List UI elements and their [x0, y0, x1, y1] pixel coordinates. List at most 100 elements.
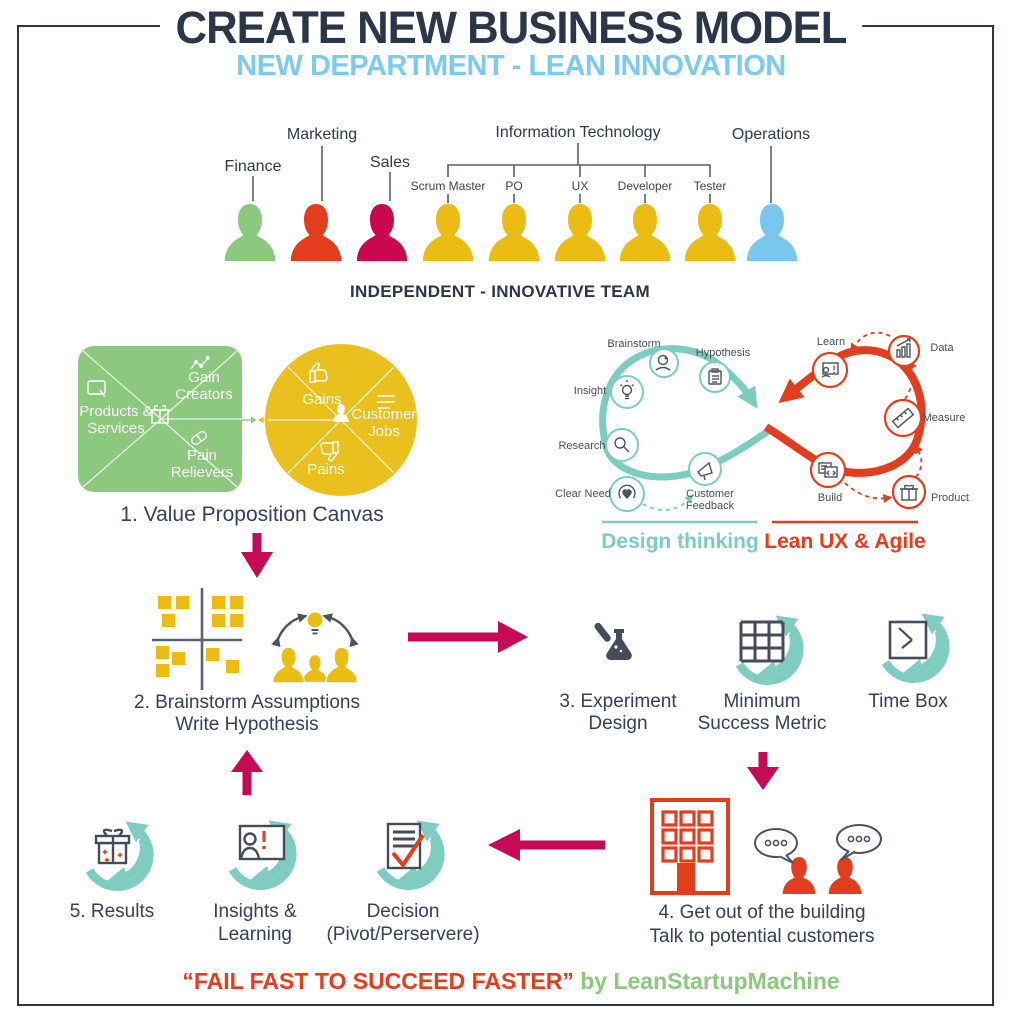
page-subtitle: NEW DEPARTMENT - LEAN INNOVATION: [236, 50, 786, 82]
speech-bubble-icon: [754, 828, 798, 858]
loop-node-icons: [614, 338, 918, 501]
node-label-clear-need: Clear Need: [555, 488, 611, 500]
role-label-tester: Tester: [693, 179, 727, 193]
arrow-down-step3-icon: [747, 752, 779, 790]
arrow-right-step2-icon: [408, 621, 528, 653]
timebox-label: Time Box: [868, 691, 948, 712]
decision-icon: [381, 822, 441, 886]
research-node: [605, 428, 639, 462]
assumption-quadrant: [152, 588, 243, 690]
hypothesis-clipboard-icon: [708, 368, 722, 385]
customer-feedback-node: [688, 452, 722, 486]
lean-ux-label: Lean UX & Agile: [764, 530, 926, 553]
vp-map-icons: [87, 355, 211, 445]
time-box-icon: [886, 621, 946, 679]
value-proposition-canvas: [78, 344, 417, 496]
hypothesis-node: [699, 361, 731, 393]
vp-gains-label: Gains: [302, 391, 342, 408]
loop-nodes: [605, 334, 927, 512]
experiment-design-icon: [594, 622, 632, 661]
role-label-ux: UX: [571, 179, 589, 193]
arrow-left-step4-icon: [488, 829, 605, 861]
node-label-hypothesis: Hypothesis: [695, 347, 751, 359]
person-tester-icon: [685, 204, 735, 261]
quote-credit: by LeanStartupMachine: [573, 968, 840, 994]
role-label-scrum-master: Scrum Master: [410, 179, 486, 193]
step3-line1: 3. Experiment: [559, 691, 677, 712]
org-chart-people: [225, 204, 797, 261]
role-label-po: PO: [505, 179, 523, 193]
footer-quote: “FAIL FAST TO SUCCEED FASTER” by LeanSta…: [182, 968, 839, 994]
build-code-icon: [818, 462, 838, 478]
node-label-learn: Learn: [816, 336, 846, 348]
step2-line1: 2. Brainstorm Assumptions: [134, 692, 360, 713]
step5-label: 5. Results: [69, 901, 155, 922]
clear-need-heart-icon: [618, 484, 636, 499]
decision-line1: Decision: [366, 901, 440, 922]
person-operations-icon: [747, 204, 797, 261]
insights-line2: Learning: [218, 924, 292, 945]
data-node: [887, 334, 921, 368]
person-scrum-master-icon: [423, 204, 473, 261]
arrow-down-step1-icon: [241, 533, 273, 578]
person-ux-icon: [555, 204, 605, 261]
person-marketing-icon: [291, 204, 341, 261]
insights-line1: Insights &: [213, 901, 297, 922]
design-thinking-label: Design thinking: [601, 530, 759, 553]
speech-bubble-icon: [836, 824, 882, 854]
node-label-research: Research: [558, 440, 606, 452]
dept-label-it: Information Technology: [495, 124, 661, 141]
building-icon: [650, 798, 730, 895]
quote-text: “FAIL FAST TO SUCCEED FASTER”: [182, 968, 574, 994]
role-label-developer: Developer: [617, 179, 673, 193]
node-label-insight: Insight: [573, 385, 607, 397]
brainstorm-head-icon: [655, 354, 671, 371]
feedback-megaphone-icon: [697, 461, 713, 481]
learn-screen-icon: [821, 362, 839, 378]
vp-products-label: Products & Services: [79, 403, 153, 437]
talk-customers-icons: [754, 824, 882, 894]
vp-customer-jobs-label: Customer Jobs: [351, 406, 417, 440]
idea-bulb-icon: [307, 612, 323, 628]
page-title: CREATE NEW BUSINESS MODEL: [159, 2, 863, 54]
customer-person-icon: [828, 857, 862, 894]
arrow-up-insights-icon: [231, 750, 263, 795]
person-po-icon: [489, 204, 539, 261]
product-gift-icon: [900, 484, 918, 501]
brainstorm-node: [649, 348, 679, 378]
measure-node: [883, 398, 923, 438]
vp-pains-label: Pains: [307, 461, 345, 478]
results-icon: [90, 829, 150, 887]
vp-gain-creators-label: Gain Creators: [175, 369, 233, 403]
node-label-measure: Measure: [922, 412, 966, 424]
step3-line2: Design: [588, 713, 648, 734]
step4-line1: 4. Get out of the building: [658, 902, 866, 923]
node-label-customer-feedback: Customer Feedback: [685, 488, 735, 513]
decision-line2: (Pivot/Perservere): [326, 924, 480, 945]
metric-line2: Success Metric: [697, 713, 827, 734]
metric-line1: Minimum: [723, 691, 801, 712]
vp-pain-relievers-label: Pain Relievers: [170, 447, 234, 481]
step4-line2: Talk to potential customers: [649, 926, 875, 947]
insight-lightbulb-icon: [620, 380, 634, 400]
team-label: INDEPENDENT - INNOVATIVE TEAM: [350, 282, 650, 301]
org-chart-lines: [252, 143, 772, 203]
customer-person-icon: [782, 857, 816, 894]
person-sales-icon: [357, 204, 407, 261]
node-label-product: Product: [931, 492, 969, 504]
insight-node: [610, 375, 644, 409]
person-finance-icon: [225, 204, 275, 261]
learn-node: [811, 351, 849, 389]
success-metric-icon: [740, 622, 800, 681]
step1-caption: 1. Value Proposition Canvas: [120, 503, 384, 526]
vp-connector: [242, 416, 268, 424]
data-chart-icon: [896, 338, 911, 358]
brainstorm-group-icon: [271, 612, 359, 683]
jobs-list-icon: [377, 395, 395, 409]
dept-label-sales: Sales: [369, 154, 411, 171]
thumbs-up-icon: [309, 362, 328, 383]
vp-profile-icons: [309, 362, 395, 462]
thumbs-down-icon: [320, 441, 339, 462]
